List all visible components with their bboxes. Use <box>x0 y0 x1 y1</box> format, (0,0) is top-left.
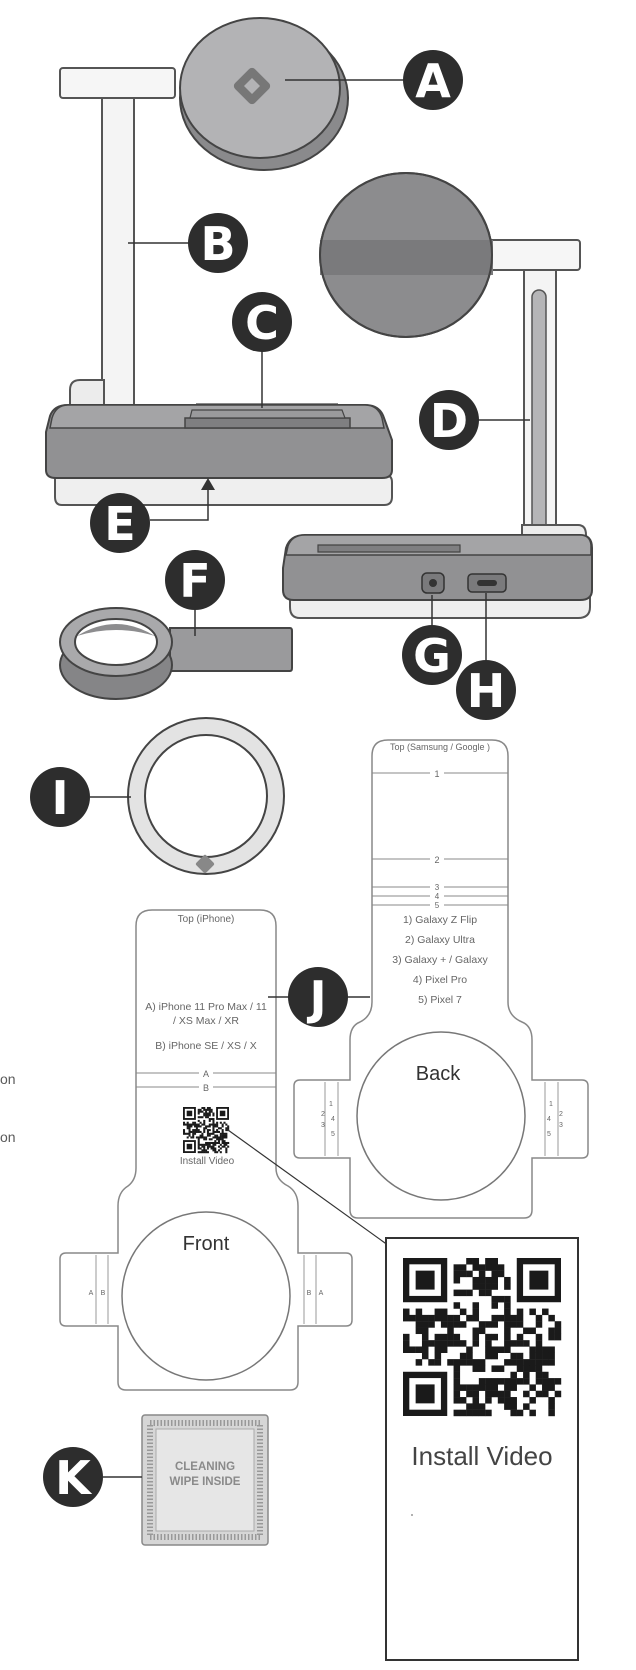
front-mark-a: A <box>203 1069 209 1079</box>
svg-text:F: F <box>179 554 210 608</box>
svg-text:G: G <box>413 629 451 683</box>
svg-text:A: A <box>415 54 451 108</box>
back-model-1: 1) Galaxy Z Flip <box>403 914 477 926</box>
back-tab-mark-4-right: 4 <box>547 1116 551 1123</box>
callout-f: F <box>165 550 225 610</box>
qr-zoom-connector <box>227 1129 393 1249</box>
callout-j: J <box>288 967 348 1027</box>
front-alignment-template: Top (iPhone) A) iPhone 11 Pro Max / 11 /… <box>59 909 353 1391</box>
cleaning-wipe-packet: CLEANING WIPE INSIDE <box>141 1414 269 1546</box>
callout-lines <box>90 79 530 1478</box>
front-mark-b: B <box>203 1083 209 1093</box>
back-tab-mark-2: 2 <box>321 1111 325 1118</box>
qr-card-caption: Install Video <box>411 1441 552 1471</box>
magnetic-ring <box>127 717 285 875</box>
callout-k: K <box>43 1447 103 1507</box>
front-option-b: B) iPhone SE / XS / X <box>155 1040 257 1052</box>
back-model-5: 5) Pixel 7 <box>418 994 462 1006</box>
back-tab-mark-3-right: 3 <box>559 1122 563 1129</box>
svg-text:E: E <box>104 497 135 551</box>
front-option-a: A) iPhone 11 Pro Max / 11 <box>145 1001 267 1013</box>
back-tab-mark-3: 3 <box>321 1122 325 1129</box>
back-tab-mark-5-right: 5 <box>547 1131 551 1138</box>
back-mark-1: 1 <box>434 769 439 779</box>
charging-base <box>45 403 393 506</box>
front-tab-mark-b-left: B <box>101 1290 106 1297</box>
front-tab-mark-a-right: A <box>319 1290 324 1297</box>
svg-text:C: C <box>245 296 279 350</box>
brand-logo-icon <box>195 854 215 874</box>
svg-text:I: I <box>51 771 68 825</box>
front-circle-label: Front <box>183 1233 230 1255</box>
svg-text:B: B <box>200 217 235 271</box>
back-tab-mark-2-right: 2 <box>559 1111 563 1118</box>
back-tab-mark-5: 5 <box>331 1131 335 1138</box>
front-qr-caption: Install Video <box>180 1156 235 1167</box>
qr-code-small <box>183 1107 230 1154</box>
front-tab-mark-b-right: B <box>307 1290 312 1297</box>
callout-g: G <box>402 625 462 685</box>
wipe-label-line1: CLEANING <box>175 1461 235 1473</box>
edge-text-fragment: on <box>0 1129 16 1145</box>
wipe-label-line2: WIPE INSIDE <box>170 1476 241 1488</box>
front-option-a-cont: / XS Max / XR <box>173 1015 239 1027</box>
stand-back-view <box>282 172 593 619</box>
front-template-header: Top (iPhone) <box>178 914 235 925</box>
svg-text:D: D <box>430 394 468 448</box>
brand-logo-icon <box>233 67 271 105</box>
callout-i: I <box>30 767 90 827</box>
back-model-4: 4) Pixel Pro <box>413 974 467 986</box>
back-alignment-template: Top (Samsung / Google ) 1 2 3 4 5 1) Gal… <box>293 739 589 1219</box>
edge-text-fragment: on <box>0 1071 16 1087</box>
stand-front-view <box>45 17 393 506</box>
back-tab-mark-1-right: 1 <box>549 1101 553 1108</box>
callout-a: A <box>403 50 463 110</box>
back-mark-5: 5 <box>435 901 440 910</box>
back-template-header: Top (Samsung / Google ) <box>390 742 490 752</box>
callout-h: H <box>456 660 516 720</box>
back-model-2: 2) Galaxy Ultra <box>405 934 475 946</box>
back-circle-label: Back <box>416 1063 461 1085</box>
back-mark-2: 2 <box>434 855 439 865</box>
headphone-port <box>421 572 445 594</box>
qr-code-card: Install Video <box>385 1237 579 1661</box>
magnetic-charger-puck <box>179 17 349 171</box>
front-tab-mark-a-left: A <box>89 1290 94 1297</box>
callout-e: E <box>90 493 150 553</box>
callout-d: D <box>419 390 479 450</box>
qr-code-large <box>403 1258 562 1417</box>
back-mark-4: 4 <box>435 892 440 901</box>
callout-c: C <box>232 292 292 352</box>
callout-b: B <box>188 213 248 273</box>
back-model-3: 3) Galaxy + / Galaxy <box>392 954 488 966</box>
back-tab-mark-4: 4 <box>331 1116 335 1123</box>
usb-c-port <box>467 573 507 593</box>
svg-text:J: J <box>306 971 326 1025</box>
svg-text:K: K <box>55 1451 93 1505</box>
watch-mount-part <box>59 607 293 700</box>
back-tab-mark-1: 1 <box>329 1101 333 1108</box>
svg-text:H: H <box>467 664 506 718</box>
back-mark-3: 3 <box>435 883 440 892</box>
